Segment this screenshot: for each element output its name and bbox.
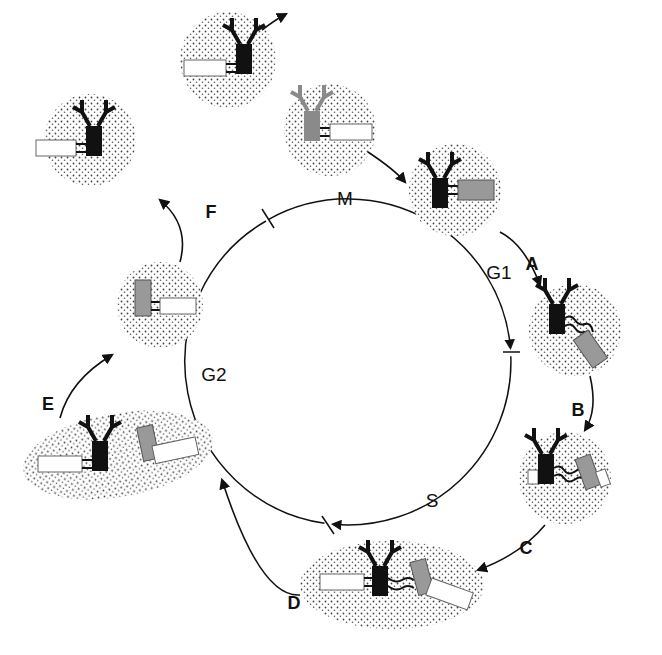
phase-label: G2 [201,365,226,384]
phase-label: S [426,491,439,510]
step-letter: C [520,539,533,557]
cell-contents [419,152,494,208]
phase-label: G1 [486,263,511,282]
step-letter: F [206,203,217,221]
cell-contents [536,278,608,368]
step-letter: B [572,401,585,419]
cell-contents [525,428,610,490]
cell-contents [184,18,265,76]
cell-contents [320,540,473,610]
step-letter: E [42,395,54,413]
transition-arrows [60,14,593,595]
cell-bodies [16,12,621,629]
step-letter: A [526,255,539,273]
cell-contents [38,415,199,472]
cycle-circle [185,199,520,534]
cell-contents [36,100,115,156]
cell-contents [291,85,372,141]
cell-contents [135,280,196,316]
step-letter: D [288,594,301,612]
phase-label: M [337,189,353,208]
